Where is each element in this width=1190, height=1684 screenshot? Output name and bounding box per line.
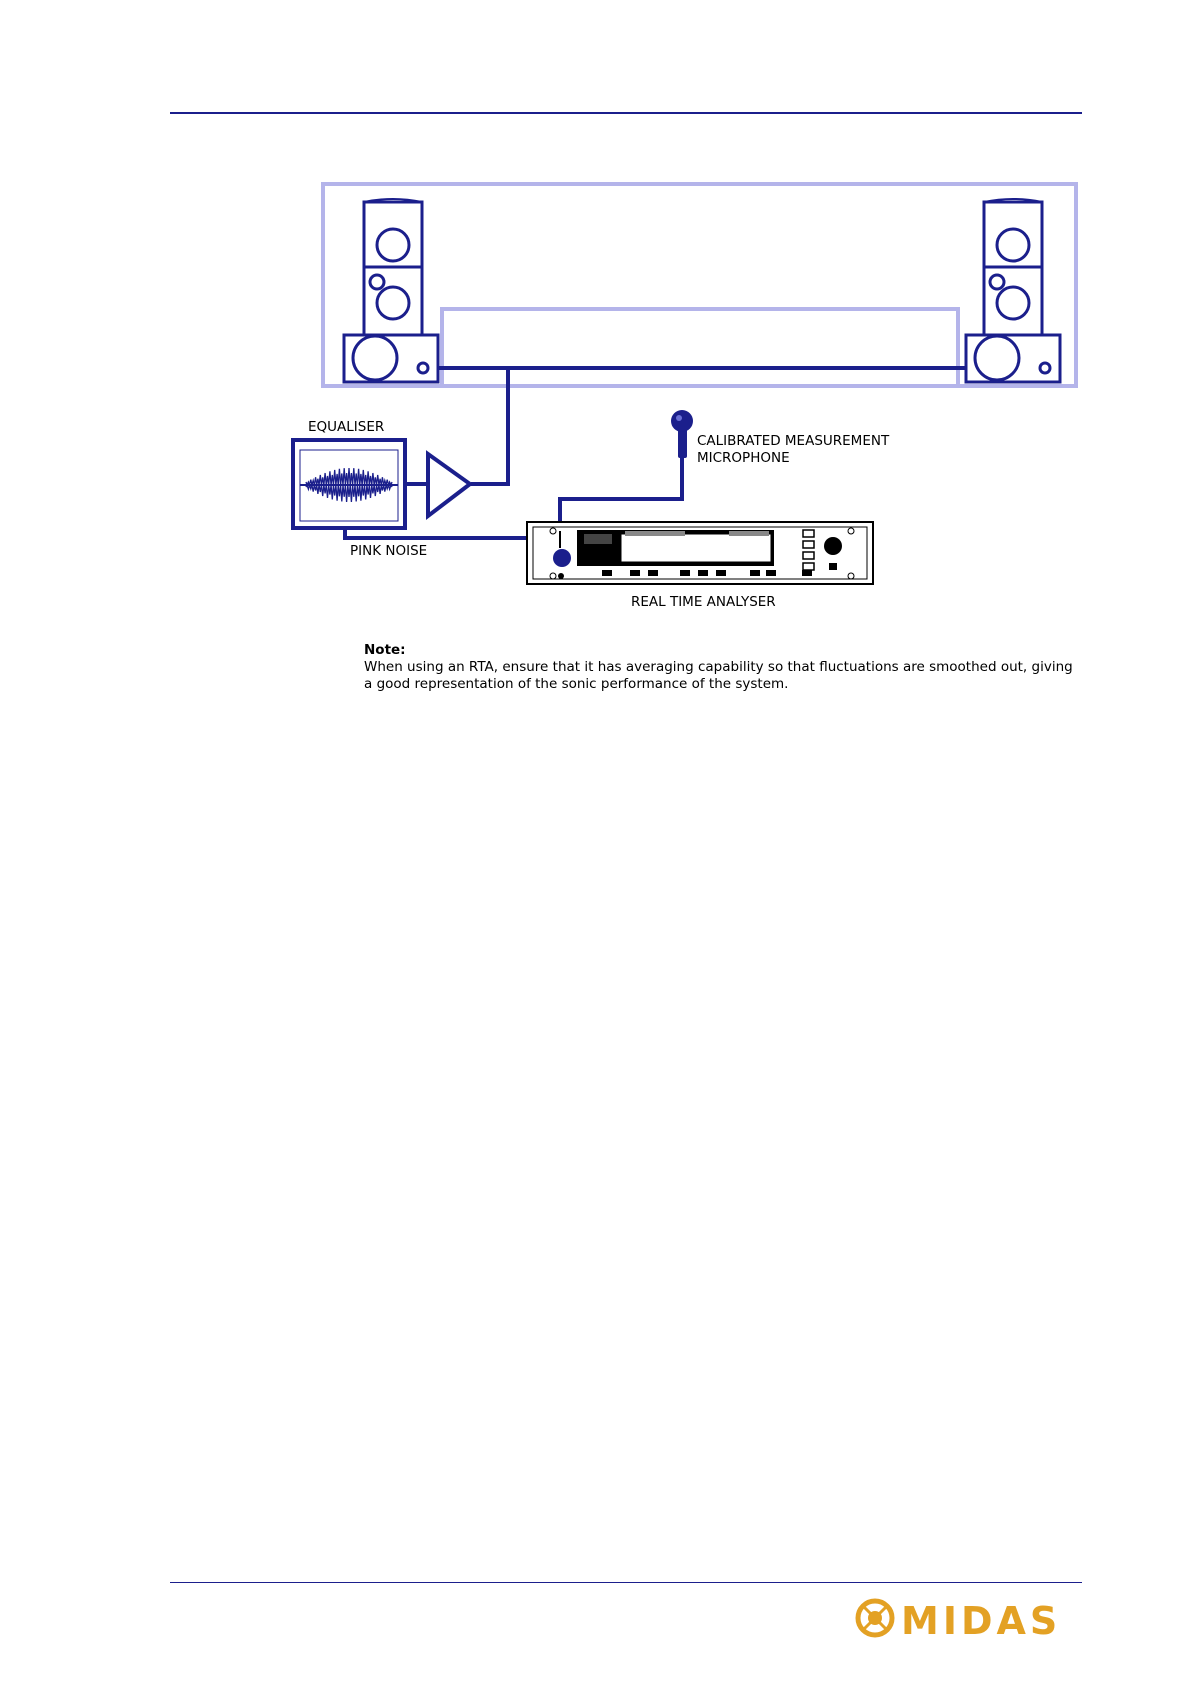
pink-noise-label: PINK NOISE: [350, 543, 427, 560]
note-title: Note:: [364, 642, 1084, 659]
midas-logo: MIDAS: [855, 1597, 1087, 1641]
equaliser-box: [293, 440, 405, 528]
left-speaker-stack: [344, 202, 438, 382]
microphone-label-line1: CALIBRATED MEASUREMENT: [697, 433, 889, 450]
right-speaker-stack: [966, 202, 1060, 382]
rta-unit: [527, 522, 873, 584]
microphone-icon: [560, 410, 693, 538]
note-block: Note: When using an RTA, ensure that it …: [364, 642, 1084, 693]
equaliser-label: EQUALISER: [308, 419, 384, 436]
amplifier-icon: [428, 454, 470, 516]
audience-area: [442, 309, 958, 386]
midas-logo-text: MIDAS: [901, 1599, 1061, 1641]
footer-rule: [170, 1582, 1082, 1583]
rta-label: REAL TIME ANALYSER: [631, 594, 776, 611]
note-text: When using an RTA, ensure that it has av…: [364, 659, 1073, 692]
microphone-label-line2: MICROPHONE: [697, 450, 790, 467]
